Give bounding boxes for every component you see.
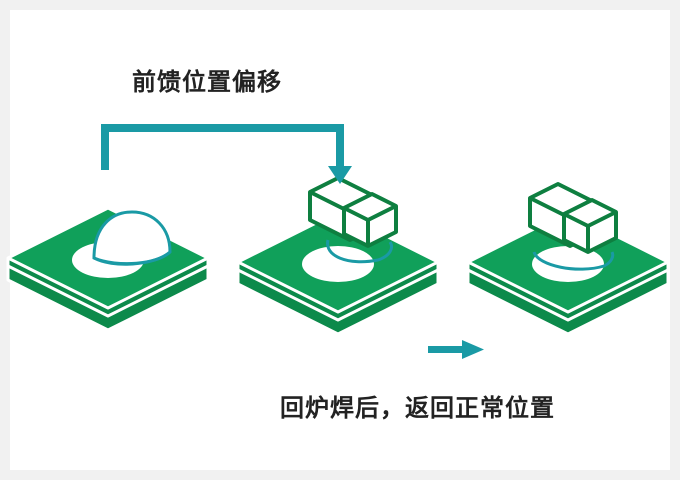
feedforward-offset-label: 前馈位置偏移 <box>132 68 282 96</box>
feedforward-arrow <box>101 124 352 184</box>
stage-component-centered <box>466 182 670 336</box>
stage-solder-paste <box>6 206 210 332</box>
solder-joint-offset <box>326 239 393 264</box>
solder-joint-centered <box>532 251 615 271</box>
right-arrow-icon <box>428 340 484 359</box>
stage-component-offset <box>236 176 440 336</box>
return-normal-position-label: 回炉焊后，返回正常位置 <box>280 394 555 422</box>
